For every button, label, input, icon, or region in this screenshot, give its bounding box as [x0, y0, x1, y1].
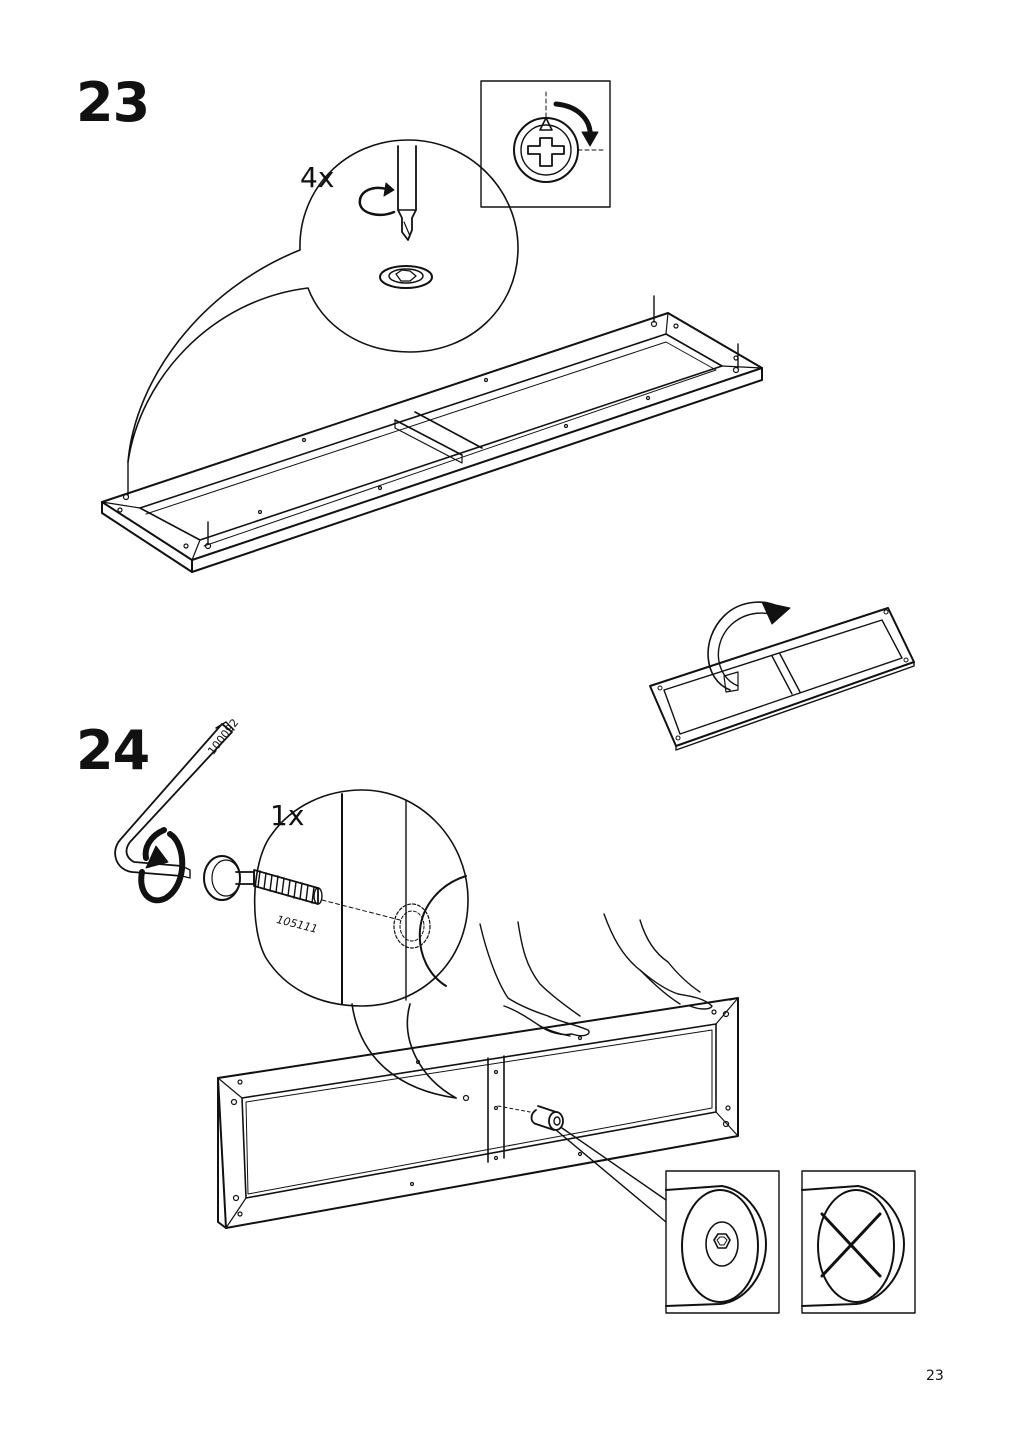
step-number-23: 23	[76, 71, 150, 134]
rotate-arrow-icon	[138, 827, 186, 904]
step23-frame	[101, 295, 763, 573]
rotate-arrow-icon	[358, 182, 396, 216]
step24-frame	[217, 997, 739, 1229]
dowel-icon	[530, 1105, 667, 1223]
hand-icon	[479, 913, 713, 1037]
step-number-24: 24	[76, 719, 150, 782]
step24-quantity: 1x	[270, 799, 305, 832]
washer-icon	[203, 855, 241, 901]
wrong-x-icon	[820, 1212, 882, 1278]
flipped-frame	[649, 607, 915, 751]
flip-arrow-icon	[707, 601, 791, 693]
step23-detail-callout	[127, 139, 519, 463]
cam-orientation-inset	[480, 80, 611, 208]
step23-quantity: 4x	[300, 161, 335, 194]
bolt-icon	[235, 869, 401, 921]
correct-orientation-inset	[665, 1170, 780, 1314]
page-number: 23	[926, 1368, 944, 1384]
cam-lock-icon	[379, 265, 433, 289]
wrong-orientation-inset	[801, 1170, 916, 1314]
screwdriver-icon	[397, 145, 417, 241]
step24-detail-callout	[253, 789, 469, 1099]
